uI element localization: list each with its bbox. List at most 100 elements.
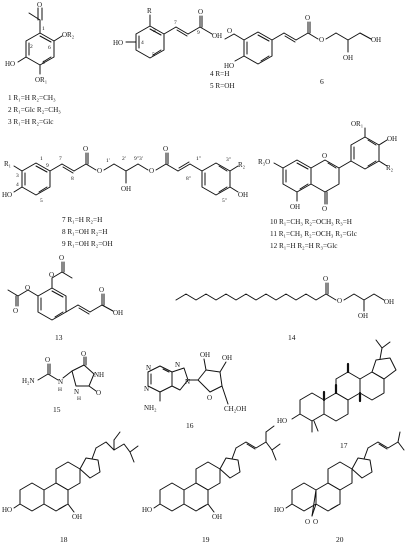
atom-n: N [58, 378, 63, 386]
atom-ho: HO [5, 60, 15, 68]
atom-oh: OH [212, 32, 222, 40]
atom-o: O [59, 254, 64, 262]
atom-or1: OR₁ [35, 76, 47, 84]
atom-o: O [25, 284, 30, 292]
locant: 1 [42, 26, 45, 32]
atom-o: O [322, 205, 327, 213]
atom-oh: OH [343, 54, 353, 62]
structure-13: O O O O O OH 13 [7, 254, 123, 342]
locant: 3 [153, 28, 156, 34]
locant: 6 [48, 45, 51, 51]
locant: 4 [42, 60, 45, 66]
atom-oh: OH [200, 351, 210, 359]
atom-o: O [313, 518, 318, 526]
compound-label-13: 13 [55, 333, 63, 342]
structure-17: HO 17 [277, 339, 397, 450]
atom-oh: OH [212, 513, 222, 521]
locant: 7 [59, 156, 62, 162]
compound-label-9: 9 R₁=OH R₂=OH [62, 240, 113, 248]
atom-r: R [147, 7, 152, 15]
compound-label-19: 19 [202, 535, 210, 544]
atom-n: N [144, 385, 149, 393]
structure-18: HO OH 18 [2, 431, 139, 544]
locant: 2′ [122, 156, 126, 162]
compound-label-2: 2 R₁=Glc R₂=CH₃ [8, 106, 61, 114]
atom-r2: R₂ [238, 161, 246, 169]
atom-r2: R₂ [386, 164, 394, 172]
compound-label-20: 20 [336, 535, 344, 544]
atom-o: O [227, 27, 232, 35]
structure-1-3: O OR₂ HO OR₁ 1 2 4 6 1 R₁=H R₂=CH₃ 2 R₁=… [5, 1, 75, 126]
locant: 1′ [106, 158, 110, 164]
structure-16: N N N N NH₂ OH OH O CH₂OH 16 [144, 351, 246, 430]
atom-o: O [323, 275, 328, 283]
atom-o: O [305, 518, 310, 526]
locant: 9″3′ [134, 156, 143, 162]
structure-15: O NH O N H N H O H₂N 15 [22, 350, 104, 414]
atom-o: O [45, 356, 50, 364]
atom-ho: HO [274, 506, 284, 514]
atom-o: O [83, 145, 88, 153]
compound-label-5: 5 R=OH [210, 82, 235, 90]
locant: 5 [152, 52, 155, 58]
locant: 4 [16, 182, 19, 188]
atom-oh: OH [290, 203, 300, 211]
atom-oh: OH [358, 312, 368, 320]
atom-ho: HO [2, 191, 12, 199]
atom-ho: HO [142, 506, 152, 514]
compound-label-8: 8 R₁=OH R₂=H [62, 228, 107, 236]
compound-label-10: 10 R₁=CH₃ R₂=OCH₃ R₃=H [270, 218, 352, 226]
atom-oh: OH [384, 298, 394, 306]
locant: 2 [30, 44, 33, 50]
atom-o: O [149, 167, 154, 175]
atom-o: O [305, 14, 310, 22]
atom-o: O [81, 350, 86, 358]
atom-oh: OH [113, 309, 123, 317]
atom-oh: OH [238, 191, 248, 199]
locant: 5″ [222, 198, 227, 204]
atom-ho: HO [113, 39, 123, 47]
compound-label-3: 3 R₁=H R₂=Glc [8, 118, 53, 126]
structure-20: HO O O 20 [274, 431, 405, 544]
structure-10-12: OR₁ OH R₂ R₃O OH O O 10 R₁=CH₃ R₂=OCH₃ R… [258, 120, 397, 250]
compound-label-14: 14 [288, 333, 296, 342]
atom-o: O [99, 286, 104, 294]
locant: 3 [16, 173, 19, 179]
atom-o: O [49, 271, 54, 279]
atom-n: N [185, 378, 190, 386]
atom-n: N [175, 361, 180, 369]
atom-h2n: H₂N [22, 377, 35, 385]
atom-h: H [77, 396, 81, 402]
atom-r1: R₁ [4, 160, 11, 168]
atom-o: O [96, 389, 101, 397]
structure-4-5: R HO O OH 3 4 5 7 9 4 R=H 5 R=OH [113, 7, 235, 90]
atom-n: N [146, 364, 151, 372]
compound-label-16: 16 [186, 421, 194, 430]
atom-ho: HO [277, 417, 287, 425]
locant: 8 [71, 176, 74, 182]
locant: 7 [174, 20, 177, 26]
atom-o: O [319, 36, 324, 44]
locant: 4 [141, 40, 144, 46]
atom-o: O [97, 167, 102, 175]
atom-o: O [37, 1, 42, 9]
atom-oh: OH [387, 135, 397, 143]
atom-o: O [13, 307, 18, 315]
compound-label-12: 12 R₁=H R₂=H R₃=Glc [270, 242, 337, 250]
atom-or2: OR₂ [62, 31, 75, 39]
locant: 1 [40, 156, 43, 162]
atom-oh: OH [371, 36, 381, 44]
locant: 9 [197, 30, 200, 36]
locant: 3″ [226, 157, 231, 163]
atom-oh: OH [72, 513, 82, 521]
atom-or1: OR₁ [351, 120, 363, 128]
structure-7-9: R₁ HO O O OH O O R₂ OH 1 3 4 5 9 7 8 1′ … [2, 145, 248, 248]
atom-oh: OH [121, 185, 131, 193]
locant: 5 [40, 198, 43, 204]
atom-ch2oh: CH₂OH [224, 405, 246, 413]
structure-6: O HO O O OH OH 6 [224, 14, 381, 86]
atom-o-ring: O [322, 152, 327, 160]
atom-o: O [198, 8, 203, 16]
compound-label-6: 6 [320, 77, 324, 86]
